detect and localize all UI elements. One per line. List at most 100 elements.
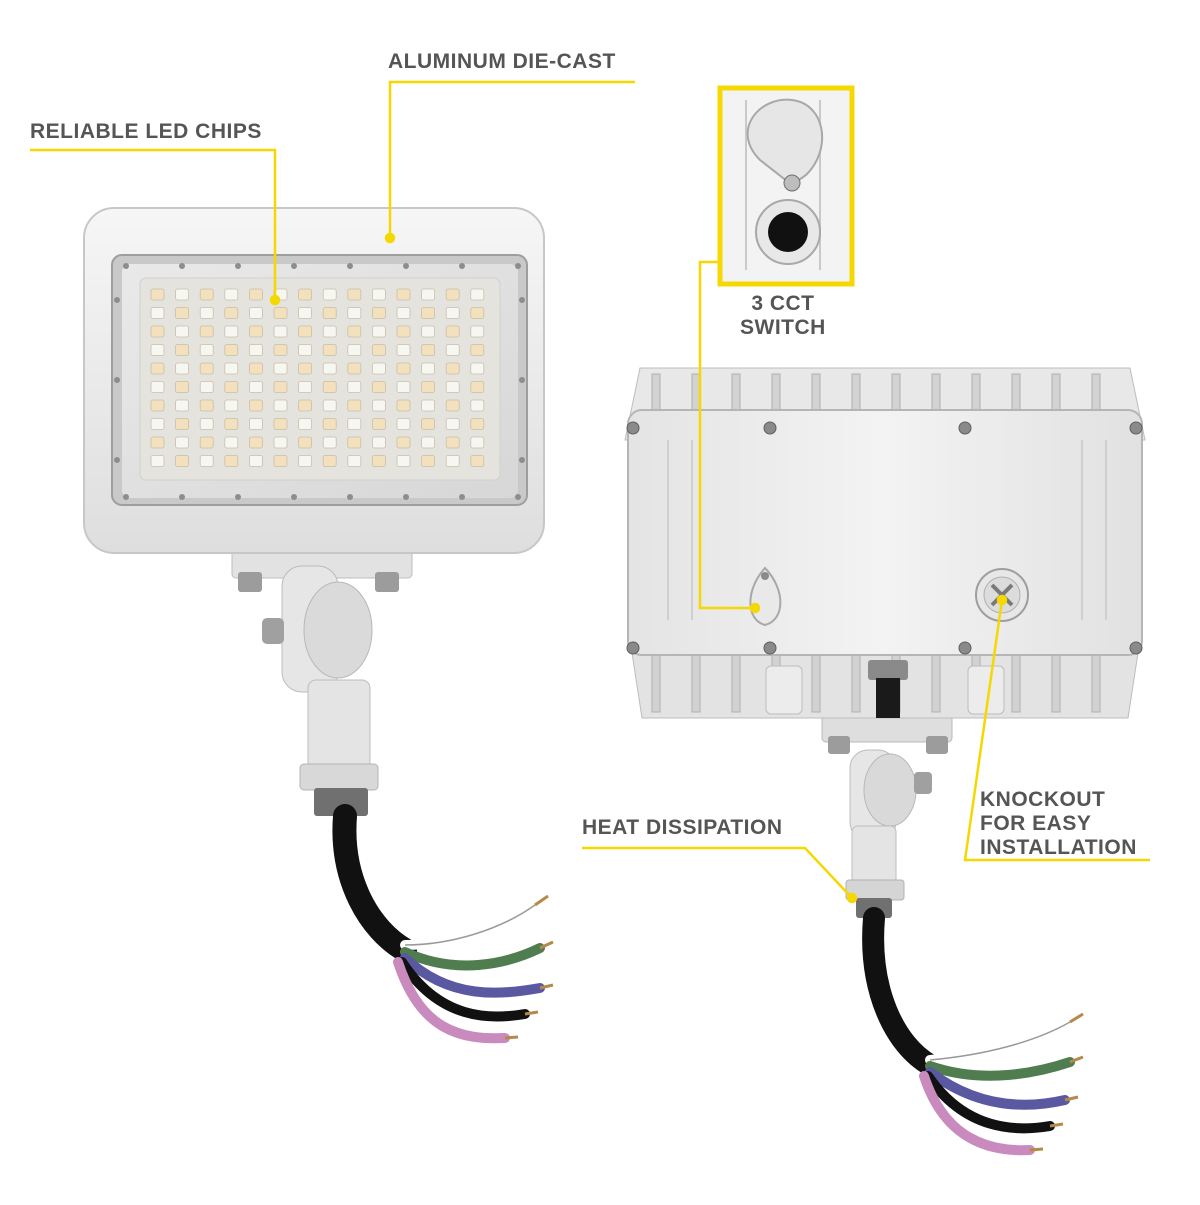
lens-screw (459, 494, 465, 500)
led-chip (273, 362, 288, 375)
led-chip (421, 362, 436, 375)
lens-screw (235, 494, 241, 500)
led-chip (445, 381, 460, 393)
led-chip (175, 436, 190, 449)
led-chip (298, 307, 313, 319)
lens-screw (291, 494, 297, 500)
led-chip (150, 325, 165, 338)
back-fixture (624, 367, 1146, 918)
led-chip (445, 307, 460, 319)
lens-screw (114, 457, 120, 463)
led-chip (273, 418, 288, 430)
led-chip (371, 455, 386, 467)
lens-screw (347, 494, 353, 500)
led-chip (445, 436, 460, 449)
led-chip (396, 307, 411, 319)
led-chip (421, 399, 436, 412)
led-chip (445, 362, 460, 375)
led-chip (347, 436, 362, 449)
lens-screw (123, 263, 129, 269)
led-chip (175, 362, 190, 375)
led-chip (396, 455, 411, 467)
led-chip (421, 344, 436, 356)
led-chip (175, 418, 190, 430)
callout-heat (582, 846, 853, 899)
led-chip (347, 455, 362, 467)
led-chip (396, 325, 411, 338)
led-chip (371, 325, 386, 338)
led-chip (371, 399, 386, 412)
led-chip-grid (150, 288, 485, 467)
led-chip (175, 288, 190, 301)
back-mount-bracket (821, 705, 953, 918)
led-chip (199, 307, 214, 319)
led-chip (298, 399, 313, 412)
lens-screw (347, 263, 353, 269)
lens-screws (114, 263, 525, 500)
led-chip (199, 399, 214, 412)
led-chip (298, 436, 313, 449)
led-chip (421, 381, 436, 393)
led-chip (322, 307, 337, 319)
led-chip (421, 288, 436, 301)
led-chip (470, 362, 485, 375)
led-chip (371, 362, 386, 375)
led-chip (248, 455, 263, 467)
led-chip (224, 381, 239, 393)
lens-screw (403, 494, 409, 500)
lens-screw (519, 457, 525, 463)
lens-screw (235, 263, 241, 269)
led-chip (322, 418, 337, 430)
led-chip (470, 381, 485, 393)
label-heat-dissipation: HEAT DISSIPATION (582, 816, 783, 839)
callout-led-chips (30, 148, 277, 300)
led-chip (470, 455, 485, 467)
led-chip (470, 325, 485, 338)
led-chip (248, 325, 263, 338)
led-chip (199, 288, 214, 301)
led-chip (150, 344, 165, 356)
label-3-cct-switch: 3 CCT SWITCH (740, 292, 826, 340)
led-chip (175, 381, 190, 393)
led-chip (421, 418, 436, 430)
front-fixture (83, 207, 545, 816)
led-chip (445, 455, 460, 467)
led-chip (298, 325, 313, 338)
led-chip (224, 344, 239, 356)
led-chip (150, 362, 165, 375)
front-mount-bracket (231, 547, 413, 816)
led-chip (322, 288, 337, 301)
lens-screw (291, 263, 297, 269)
led-chip (445, 344, 460, 356)
led-chip (199, 455, 214, 467)
led-chip (248, 418, 263, 430)
label-3-cct-switch-line2: SWITCH (740, 316, 826, 339)
led-chip (199, 325, 214, 338)
led-chip (371, 418, 386, 430)
led-chip (248, 399, 263, 412)
led-chip (347, 307, 362, 319)
led-chip (421, 436, 436, 449)
callout-knockout (963, 599, 1150, 862)
led-chip (224, 436, 239, 449)
led-chip (298, 418, 313, 430)
led-chip (322, 436, 337, 449)
led-chip (150, 307, 165, 319)
led-chip (224, 288, 239, 301)
back-power-cable (862, 907, 1084, 1156)
led-chip (150, 399, 165, 412)
led-chip (445, 418, 460, 430)
label-aluminum-die-cast: ALUMINUM DIE-CAST (388, 50, 616, 73)
lens-screw (179, 263, 185, 269)
lens-screw (179, 494, 185, 500)
led-chip (470, 399, 485, 412)
led-chip (371, 344, 386, 356)
led-chip (248, 436, 263, 449)
led-chip (248, 362, 263, 375)
led-chip (470, 307, 485, 319)
led-chip (150, 436, 165, 449)
label-knockout-line1: KNOCKOUT (980, 788, 1106, 811)
led-chip (347, 362, 362, 375)
